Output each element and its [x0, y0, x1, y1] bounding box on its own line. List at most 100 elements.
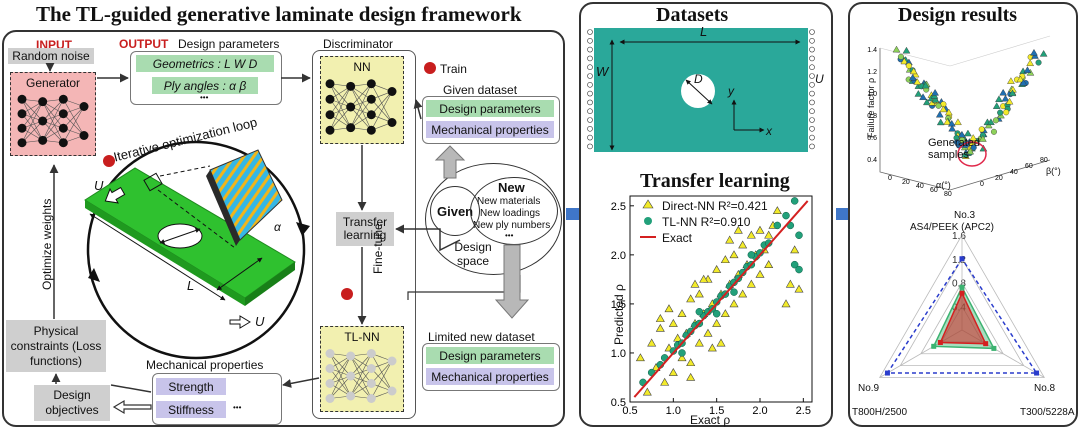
- direct-nn-point: [729, 299, 739, 308]
- direct-nn-point: [668, 318, 678, 327]
- direct-nn-point: [720, 255, 730, 264]
- r3d-xtick-label: 20: [902, 179, 910, 186]
- radar-green-series-marker: [991, 345, 997, 351]
- datasets-title: Datasets: [656, 4, 729, 26]
- tl-nn-point: [712, 298, 721, 306]
- r3d-sample-point: [931, 95, 940, 103]
- dataset-w: W: [596, 64, 609, 79]
- direct-nn-point: [712, 318, 722, 327]
- r3d-axes: [879, 48, 1051, 191]
- r3d-sample-point: [961, 150, 969, 158]
- direct-nn-point: [677, 353, 687, 362]
- radar-ring-label: 1.6: [952, 231, 966, 242]
- dataset-left-support: [587, 90, 593, 97]
- direct-nn-point: [712, 264, 722, 273]
- direct-nn-point: [664, 304, 674, 313]
- direct-nn-point: [668, 367, 678, 376]
- radar-outer-series-marker: [959, 256, 965, 262]
- r3d-sample-point: [1005, 97, 1014, 105]
- dataset-left-support: [587, 55, 593, 62]
- tl-plot-frame: [629, 195, 813, 403]
- r3d-back-edge: [879, 47, 951, 67]
- r3d-sample-point: [1001, 94, 1010, 102]
- output-label: OUTPUT: [119, 37, 169, 51]
- tl-xtick-label: 1.0: [666, 405, 681, 417]
- geometrics-box: Geometrics : L W D: [136, 55, 274, 72]
- r3d-sample-point: [908, 73, 917, 81]
- direct-nn-point: [790, 245, 800, 254]
- r3d-xlabel: α(°): [936, 180, 951, 190]
- params-ellipsis: •••: [200, 93, 209, 102]
- ply-alpha: α: [274, 220, 281, 234]
- new-item-1: New loadings: [480, 208, 541, 219]
- tl-nn-network: [325, 349, 397, 403]
- transfer-learning-box: Transfer learning: [336, 212, 394, 246]
- r3d-sample-point: [978, 126, 985, 133]
- r3d-sample-point: [948, 124, 957, 132]
- tl-ytick-label: 2.5: [611, 201, 626, 213]
- results-title: Design results: [898, 4, 1018, 26]
- laminate-u-top: U: [94, 178, 104, 193]
- new-label: New: [498, 180, 525, 195]
- r3d-sample-point: [914, 90, 923, 97]
- r3d-sample-point: [964, 129, 972, 137]
- new-item-2: New ply numbers: [473, 220, 551, 231]
- r3d-xtick-label: 40: [916, 183, 924, 190]
- r3d-xtick-label: 60: [930, 187, 938, 194]
- design-objectives-box: Design objectives: [34, 385, 110, 421]
- r3d-sample-point: [939, 105, 948, 113]
- r3d-ztick-label: 0.8: [867, 113, 877, 120]
- dataset-right-support: [809, 143, 815, 150]
- r3d-sample-point: [913, 78, 922, 85]
- tl-nn-point: [686, 327, 695, 336]
- mech-ellipsis: •••: [233, 403, 242, 412]
- r3d-xtick-label: 0: [888, 175, 892, 182]
- direct-nn-point: [673, 333, 683, 342]
- direct-nn-point: [720, 309, 730, 318]
- r3d-sample-point: [936, 118, 945, 126]
- dataset-left-support: [587, 82, 593, 88]
- r3d-sample-point: [1035, 59, 1042, 66]
- direct-nn-point: [794, 284, 804, 293]
- direct-nn-point: [772, 206, 782, 215]
- r3d-ztick-label: 0.4: [867, 157, 877, 164]
- limited-dataset-group: [422, 343, 560, 391]
- given-dataset-label: Given dataset: [443, 83, 518, 97]
- design-space-ellipse: [425, 163, 562, 275]
- dataset-left-support: [587, 134, 593, 141]
- direct-nn-point: [729, 250, 739, 259]
- direct-nn-point: [655, 323, 665, 332]
- limited-mech-props: Mechanical properties: [426, 368, 554, 385]
- r3d-sample-point: [1030, 48, 1038, 56]
- r3d-sample-point: [902, 46, 911, 54]
- r3d-sample-point: [931, 88, 939, 96]
- tl-nn-point: [782, 211, 790, 220]
- radar-ring: [920, 281, 1004, 355]
- dataset-left-support: [587, 64, 593, 70]
- dataset-left-support: [587, 108, 593, 114]
- radar-red-series: [939, 291, 987, 345]
- r3d-sample-point: [1023, 66, 1032, 73]
- legend-tl-marker: [644, 217, 652, 225]
- tl-nn-point: [790, 197, 799, 205]
- tl-nn-point: [695, 308, 704, 316]
- direct-nn-point: [785, 279, 795, 288]
- random-noise-box: Random noise: [8, 48, 94, 64]
- radar-green-series-marker: [931, 343, 937, 349]
- tl-nn-point: [773, 221, 782, 230]
- r3d-sample-point: [992, 102, 1001, 109]
- r3d-sample-point: [1008, 89, 1017, 97]
- tl-nn-point: [738, 268, 747, 277]
- dataset-right-support: [809, 126, 815, 132]
- radar-red-series-marker: [983, 341, 989, 347]
- dataset-right-support: [809, 90, 815, 97]
- direct-nn-point: [707, 343, 717, 352]
- laminate-u-bottom: U: [255, 314, 265, 329]
- dataset-left-support: [587, 29, 593, 35]
- radar-left-mat: T800H/2500: [852, 407, 908, 418]
- dataset-right-support: [809, 99, 815, 106]
- dataset-right-support: [809, 82, 815, 88]
- limited-dataset-label: Limited new dataset: [428, 330, 535, 344]
